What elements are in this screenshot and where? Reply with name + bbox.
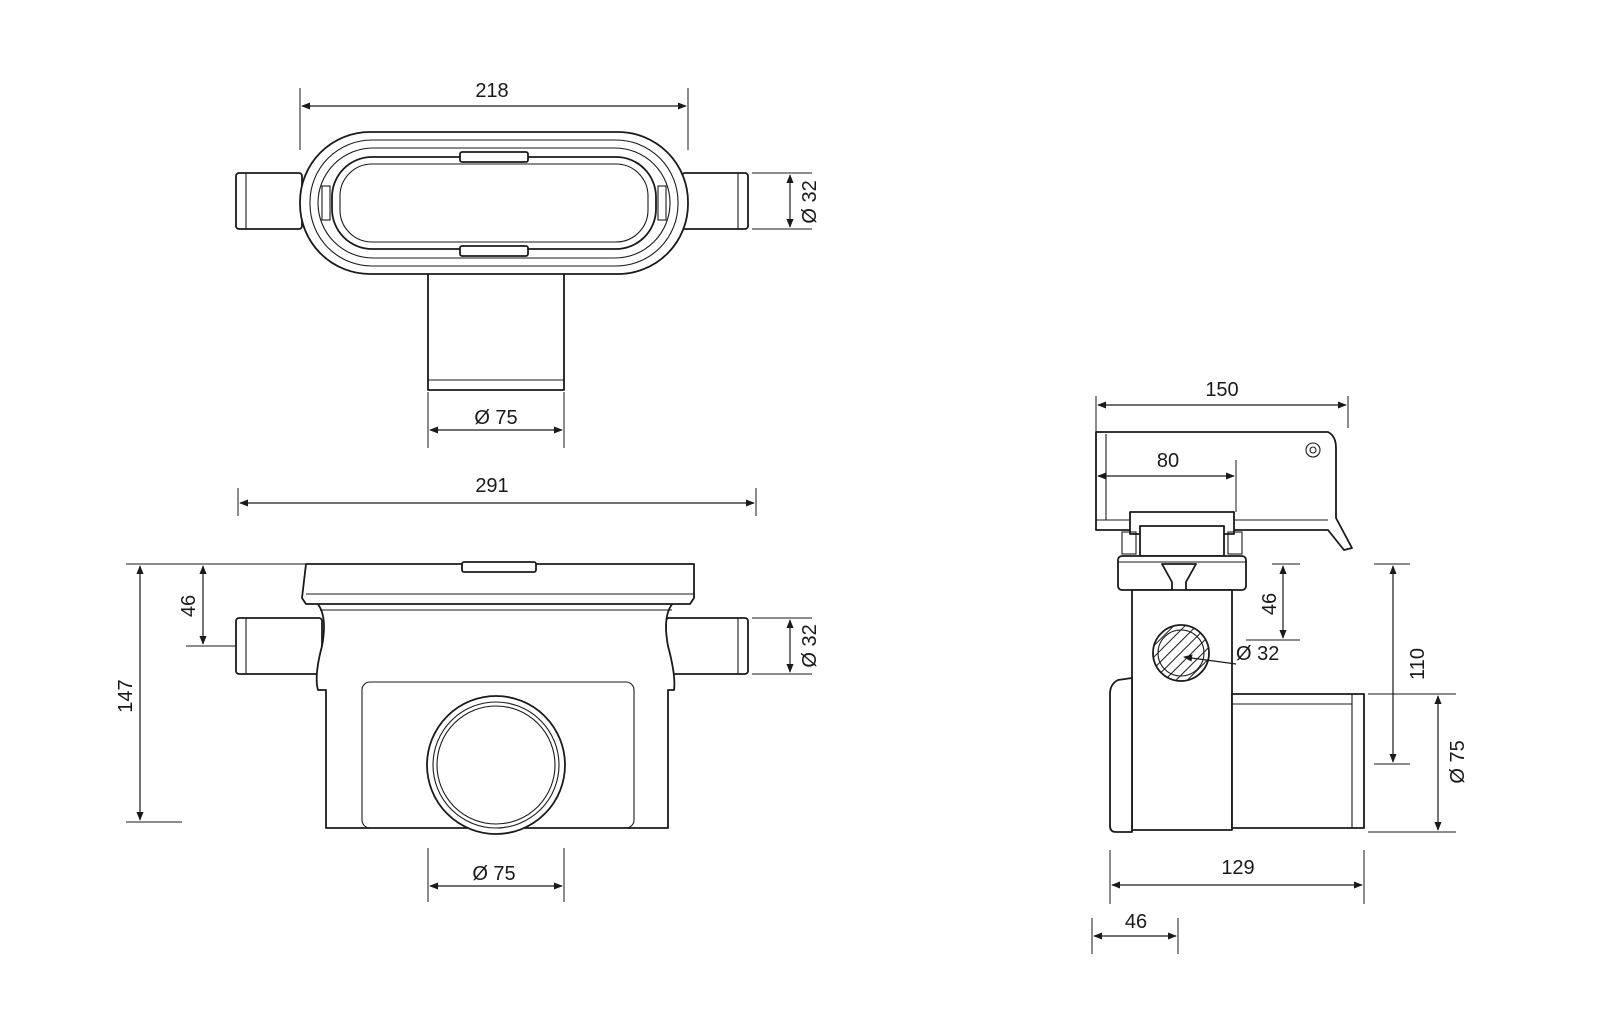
side-grate-inner-label: 80 [1157, 450, 1179, 472]
front-inlet-height-dimension: 46 [178, 565, 236, 647]
front-right-pipe [665, 617, 749, 675]
front-side-outlet-dimension: Ø 32 [752, 617, 821, 675]
top-width-dimension: 218 [299, 80, 689, 150]
side-outlet-height-dimension: 110 [1374, 563, 1429, 765]
side-outlet-height-label: 110 [1407, 648, 1429, 680]
top-side-outlet-dimension: Ø 32 [752, 172, 821, 230]
top-bottom-outlet-dimension: Ø 75 [427, 392, 565, 448]
side-bottom-outlet-dimension: Ø 75 [1368, 693, 1469, 833]
front-bottom-outlet-label: Ø 75 [472, 863, 515, 885]
side-inlet-height-dimension: 46 [1246, 563, 1300, 641]
side-inlet-section [1152, 624, 1210, 682]
side-grate-width-dimension: 150 [1095, 379, 1349, 432]
top-side-outlet-label: Ø 32 [799, 180, 821, 223]
top-grate-opening [331, 156, 657, 250]
side-inlet-height-label: 46 [1259, 593, 1281, 615]
front-view [235, 561, 749, 835]
front-height-dimension: 147 [115, 563, 306, 823]
front-bottom-outlet [426, 695, 566, 835]
front-bottom-outlet-dimension: Ø 75 [427, 848, 565, 902]
side-depth-label: 129 [1221, 857, 1254, 879]
front-height-label: 147 [115, 679, 137, 712]
side-outlet-pipe [1231, 693, 1365, 829]
side-grate-width-label: 150 [1205, 379, 1238, 401]
side-bracket-hole [1305, 442, 1321, 458]
side-offset-label: 46 [1125, 911, 1147, 933]
side-inlet-leader: Ø 32 [1183, 643, 1279, 665]
side-depth-dimension: 129 [1109, 850, 1365, 904]
side-grate-inner-dimension: 80 [1097, 450, 1237, 512]
side-view [1095, 431, 1365, 833]
top-width-label: 218 [475, 80, 508, 102]
side-outlet-diameter-label: Ø 32 [1236, 643, 1279, 665]
top-view [235, 131, 749, 391]
side-offset-dimension: 46 [1091, 911, 1179, 954]
front-width-dimension: 291 [237, 475, 757, 516]
front-left-pipe [235, 617, 323, 675]
side-bottom-outlet-label: Ø 75 [1447, 740, 1469, 783]
top-bottom-outlet [427, 267, 565, 391]
front-width-label: 291 [475, 475, 508, 497]
front-inlet-height-label: 46 [178, 595, 200, 617]
top-bottom-outlet-label: Ø 75 [474, 407, 517, 429]
side-lower-body [1109, 677, 1133, 833]
front-side-outlet-label: Ø 32 [799, 624, 821, 667]
